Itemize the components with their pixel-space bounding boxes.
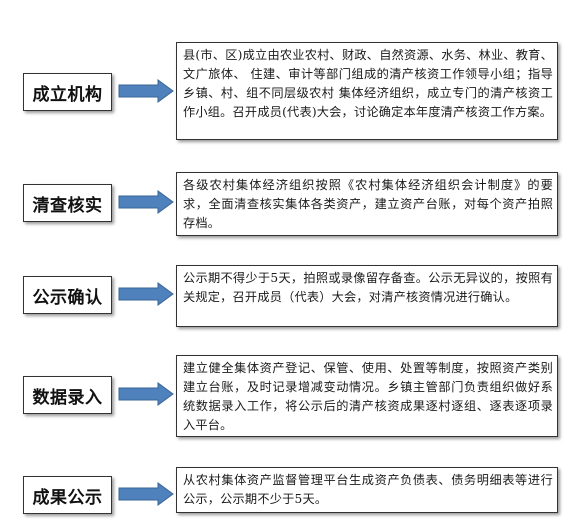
step-description: 建立健全集体资产登记、保管、使用、处置等制度，按照资产类别建立台账，及时记录增减…	[183, 361, 553, 432]
right-arrow-icon	[118, 282, 174, 306]
right-arrow-icon	[118, 382, 174, 406]
step-description-box: 县(市、区)成立由农业农村、财政、自然资源、水务、林业、教育、文广旅体、 住建、…	[176, 42, 558, 140]
step-label-box: 成果公示	[23, 476, 112, 514]
right-arrow-icon	[118, 190, 174, 214]
step-label-box: 成立机构	[23, 73, 112, 111]
step-label-box: 公示确认	[23, 276, 112, 314]
step-description: 从农村集体资产监督管理平台生成资产负债表、债务明细表等进行公示，公示期不少于5天…	[183, 473, 553, 506]
right-arrow-icon	[118, 482, 174, 506]
step-label: 成果公示	[32, 487, 103, 508]
step-description: 各级农村集体经济组织按照《农村集体经济组织会计制度》的要求，全面清查核实集体各类…	[183, 178, 553, 230]
step-label: 清查核实	[32, 195, 103, 216]
step-description: 公示期不得少于5天，拍照或录像留存备查。公示无异议的，按照有关规定，召开成员（代…	[183, 271, 553, 304]
step-description: 县(市、区)成立由农业农村、财政、自然资源、水务、林业、教育、文广旅体、 住建、…	[183, 48, 553, 119]
step-description-box: 建立健全集体资产登记、保管、使用、处置等制度，按照资产类别建立台账，及时记录增减…	[176, 355, 558, 437]
step-label: 成立机构	[32, 84, 103, 105]
step-description-box: 从农村集体资产监督管理平台生成资产负债表、债务明细表等进行公示，公示期不少于5天…	[176, 467, 558, 513]
step-label: 数据录入	[32, 387, 103, 408]
step-label-box: 数据录入	[23, 376, 112, 414]
step-description-box: 公示期不得少于5天，拍照或录像留存备查。公示无异议的，按照有关规定，召开成员（代…	[176, 265, 558, 327]
step-label: 公示确认	[32, 287, 103, 308]
right-arrow-icon	[118, 79, 174, 103]
step-description-box: 各级农村集体经济组织按照《农村集体经济组织会计制度》的要求，全面清查核实集体各类…	[176, 172, 558, 236]
step-label-box: 清查核实	[23, 184, 112, 222]
